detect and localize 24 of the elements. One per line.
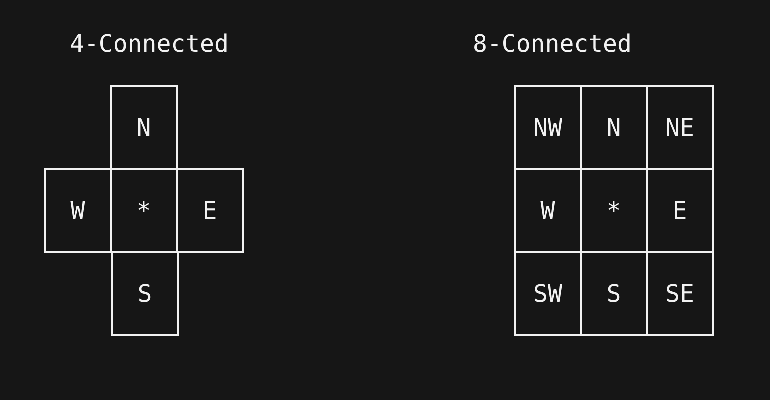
grid-cell — [110, 85, 178, 170]
grid-cell — [646, 85, 714, 170]
cell-label: NW — [534, 114, 562, 142]
cell-label: S — [606, 280, 622, 308]
cell-label: NE — [666, 114, 694, 142]
grid-cell — [44, 168, 112, 253]
grid-cell — [514, 85, 582, 170]
cell-label: SW — [534, 280, 562, 308]
grid-cell — [514, 251, 582, 336]
grid-heading: 8-Connected — [473, 30, 632, 58]
cell-label: N — [606, 114, 622, 142]
grid-cell — [646, 251, 714, 336]
cell-label: * — [136, 196, 152, 224]
grid-cell — [111, 251, 179, 336]
cell-label: W — [540, 196, 556, 224]
cell-label: E — [202, 196, 218, 224]
cell-label: N — [136, 114, 152, 142]
grid-heading: 4-Connected — [70, 30, 229, 58]
cell-label: W — [70, 196, 86, 224]
grid-cell — [176, 168, 244, 253]
cell-label: * — [606, 196, 622, 224]
cell-label: E — [672, 196, 688, 224]
cell-label: SE — [666, 280, 694, 308]
cell-label: S — [138, 280, 152, 308]
